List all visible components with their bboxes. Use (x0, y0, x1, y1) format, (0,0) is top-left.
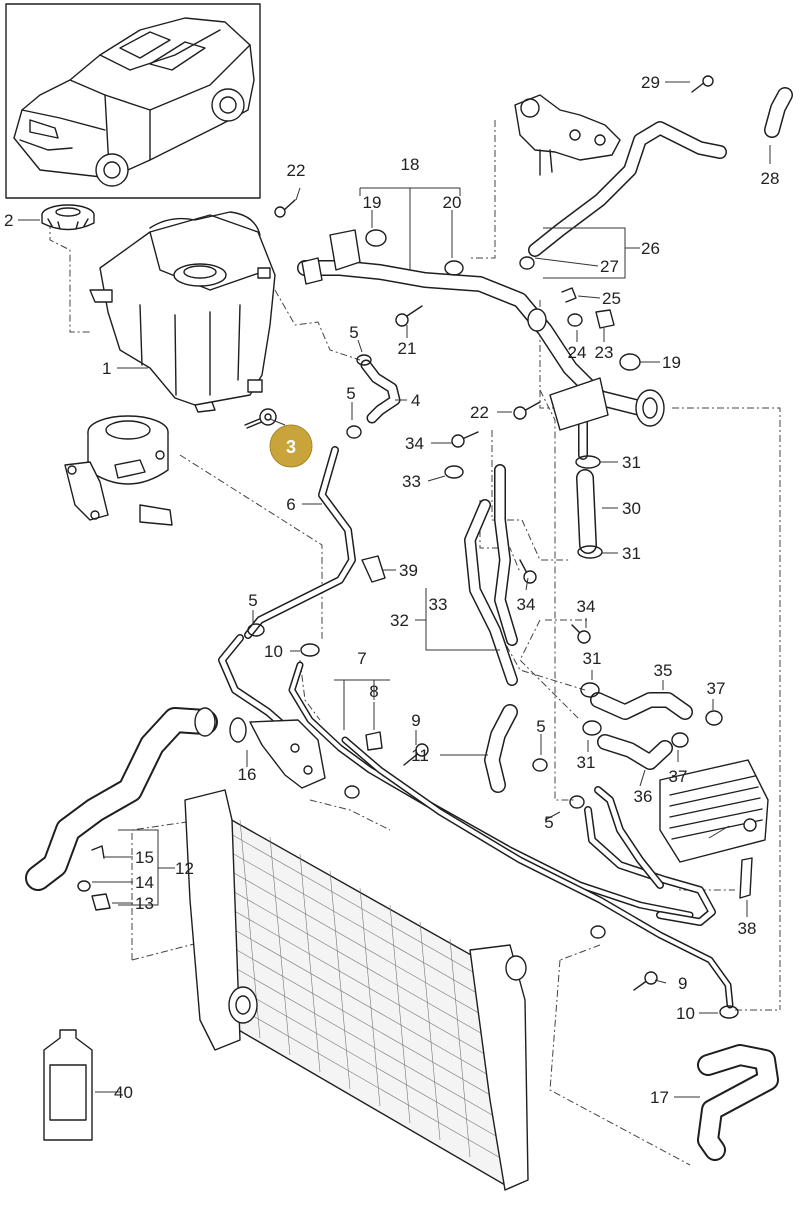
callout-36: 36 (634, 787, 653, 806)
callout-10: 10 (264, 642, 283, 661)
callout-11: 11 (411, 746, 429, 765)
callout-27: 27 (600, 257, 619, 276)
hoses (25, 87, 793, 1161)
callout-5: 5 (346, 384, 355, 403)
callout-34: 34 (405, 434, 424, 453)
callout-28: 28 (761, 169, 780, 188)
callout-38: 38 (738, 919, 757, 938)
callout-33: 33 (429, 595, 448, 614)
tank-bottom-detail (64, 415, 173, 526)
callout-32: 32 (390, 611, 409, 630)
thermostat-housing (514, 94, 621, 176)
radiator (184, 785, 606, 1191)
callout-30: 30 (622, 499, 641, 518)
callout-5: 5 (248, 591, 257, 610)
callout-35: 35 (654, 661, 673, 680)
pipe-flange-18 (301, 229, 665, 431)
expansion-tank (89, 211, 276, 413)
vehicle-inset (5, 3, 261, 199)
callout-25: 25 (602, 289, 621, 308)
callout-12: 12 (175, 859, 194, 878)
callout-16: 16 (238, 765, 257, 784)
callout-26: 26 (641, 239, 660, 258)
callout-5: 5 (544, 813, 553, 832)
callout-8: 8 (369, 682, 378, 701)
callout-29: 29 (641, 73, 660, 92)
callout-7: 7 (357, 649, 366, 668)
callout-2: 2 (4, 211, 13, 230)
callout-31: 31 (622, 544, 641, 563)
callout-34: 34 (577, 597, 596, 616)
callout-19: 19 (363, 193, 382, 212)
callout-20: 20 (443, 193, 462, 212)
callout-9: 9 (678, 974, 687, 993)
callout-9: 9 (411, 711, 420, 730)
highlight-label: 3 (286, 437, 296, 457)
callout-40: 40 (114, 1083, 133, 1102)
callout-5: 5 (536, 717, 545, 736)
callout-24: 24 (568, 343, 587, 362)
callout-5: 5 (349, 323, 358, 342)
callout-37: 37 (669, 767, 688, 786)
bolt-part-3 (244, 408, 277, 429)
callout-1: 1 (102, 359, 111, 378)
callout-15: 15 (135, 848, 154, 867)
radiator-fins (214, 819, 505, 1161)
vehicle-icon (13, 17, 255, 187)
callout-22: 22 (470, 403, 489, 422)
callout-labels: 2 1 4 5 5 6 5 10 7 8 9 11 5 5 15 12 14 1… (4, 73, 779, 1107)
callout-18: 18 (401, 155, 420, 174)
fasteners (43, 75, 753, 1141)
callout-22: 22 (287, 161, 306, 180)
highlight-badge[interactable]: 3 (269, 424, 313, 468)
callout-23: 23 (595, 343, 614, 362)
callout-33: 33 (402, 472, 421, 491)
callout-34: 34 (517, 595, 536, 614)
callout-21: 21 (398, 339, 417, 358)
oil-cooler (659, 759, 769, 863)
callout-13: 13 (135, 894, 154, 913)
callout-31: 31 (622, 453, 641, 472)
callout-19: 19 (662, 353, 681, 372)
callout-37: 37 (707, 679, 726, 698)
callout-31: 31 (583, 649, 602, 668)
callout-31: 31 (577, 753, 596, 772)
callout-17: 17 (650, 1088, 669, 1107)
callout-39: 39 (399, 561, 418, 580)
callout-6: 6 (286, 495, 295, 514)
filler-cap (41, 204, 95, 231)
callout-14: 14 (135, 873, 154, 892)
callout-4: 4 (411, 391, 420, 410)
leader-lines (18, 81, 771, 1098)
callout-10: 10 (676, 1004, 695, 1023)
